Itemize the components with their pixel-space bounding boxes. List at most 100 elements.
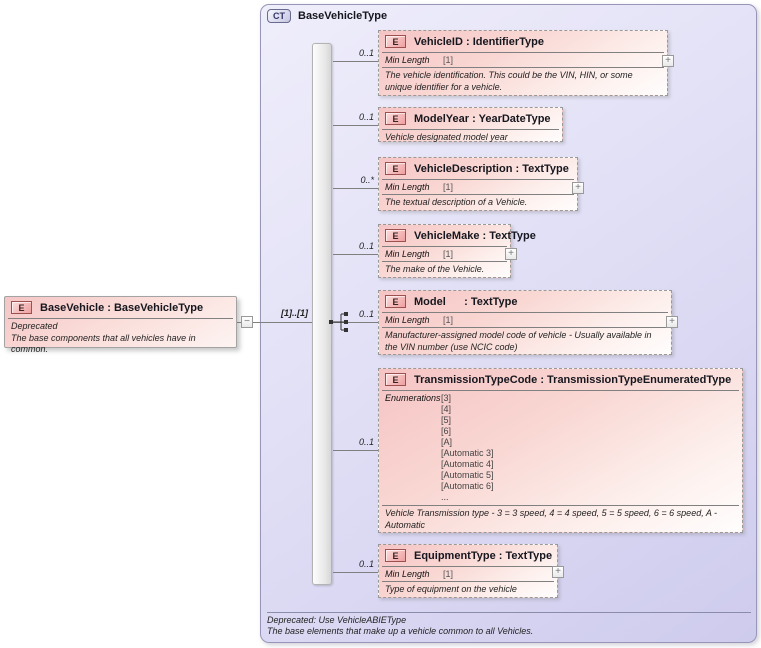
connector-line xyxy=(333,450,378,451)
enumeration-values: [3] [4] [5] [6] [A] [Automatic 3] [Autom… xyxy=(441,393,494,503)
element-icon: E xyxy=(385,295,406,308)
element-description: The base components that all vehicles ha… xyxy=(11,332,196,355)
connector-line xyxy=(236,322,242,323)
element-title: TransmissionTypeCode : TransmissionTypeE… xyxy=(414,373,732,386)
enumeration-value: [4] xyxy=(441,404,452,414)
element-description: Vehicle Transmission type - 3 = 3 speed,… xyxy=(385,508,718,530)
complex-type-header[interactable]: CT BaseVehicleType xyxy=(267,9,387,23)
sequence-bar[interactable] xyxy=(312,43,332,585)
complex-type-icon: CT xyxy=(267,9,291,23)
divider xyxy=(382,566,554,567)
facet-value: [1] xyxy=(443,569,454,579)
element-title: VehicleMake : TextType xyxy=(414,229,536,242)
connector-line xyxy=(333,61,378,62)
divider xyxy=(267,612,751,613)
connector-line xyxy=(333,572,378,573)
enumeration-value: [Automatic 3] xyxy=(441,448,494,458)
element-icon: E xyxy=(11,301,32,314)
enumeration-value: [A] xyxy=(441,437,453,447)
divider xyxy=(8,318,233,319)
sequence-icon[interactable] xyxy=(329,311,351,338)
expand-handle-vehiclemake[interactable]: + xyxy=(505,248,517,260)
divider xyxy=(382,261,507,262)
cardinality-vehicledescription: 0..* xyxy=(360,175,374,185)
complex-type-title: BaseVehicleType xyxy=(298,10,388,22)
divider xyxy=(382,52,664,53)
facet-label: Min Length xyxy=(385,182,430,192)
element-box-vehiclemake[interactable]: E VehicleMake : TextType Min Length [1] … xyxy=(378,224,536,278)
facet-label: Min Length xyxy=(385,55,430,65)
facet-value: [1] xyxy=(443,55,454,65)
divider xyxy=(382,194,574,195)
element-icon: E xyxy=(385,112,406,125)
facet-value: [1] xyxy=(443,315,454,325)
divider xyxy=(382,179,574,180)
element-description: Vehicle designated model year xyxy=(385,132,508,142)
divider xyxy=(382,129,559,130)
element-title: BaseVehicle : BaseVehicleType xyxy=(40,301,204,314)
element-box-basevehicle[interactable]: E BaseVehicle : BaseVehicleType Deprecat… xyxy=(4,296,237,354)
expand-handle-vehicledescription[interactable]: + xyxy=(572,182,584,194)
cardinality-vehiclemake: 0..1 xyxy=(358,241,374,251)
compositor-cardinality: [1]..[1] xyxy=(281,308,308,318)
element-icon: E xyxy=(385,162,406,175)
element-title: ModelYear : YearDateType xyxy=(414,112,551,125)
cardinality-model: 0..1 xyxy=(358,309,374,319)
enumeration-value: ... xyxy=(441,492,449,502)
element-box-vehicleid[interactable]: E VehicleID : IdentifierType Min Length … xyxy=(378,30,668,96)
facet-value: [1] xyxy=(443,182,454,192)
element-box-vehicledescription[interactable]: E VehicleDescription : TextType Min Leng… xyxy=(378,157,578,211)
element-description: The vehicle identification. This could b… xyxy=(385,70,633,92)
cardinality-vehicleid: 0..1 xyxy=(358,48,374,58)
divider xyxy=(382,327,668,328)
element-description: The textual description of a Vehicle. xyxy=(385,197,528,207)
divider xyxy=(382,312,668,313)
connector-line xyxy=(333,188,378,189)
element-icon: E xyxy=(385,373,406,386)
collapse-handle[interactable]: − xyxy=(241,316,253,328)
element-box-equipmenttype[interactable]: E EquipmentType : TextType Min Length [1… xyxy=(378,544,558,598)
connector-line xyxy=(333,322,378,323)
facet-value: [1] xyxy=(443,249,454,259)
divider xyxy=(382,246,507,247)
enumeration-value: [3] xyxy=(441,393,452,403)
element-title: Model : TextType xyxy=(414,295,518,308)
element-box-model[interactable]: E Model : TextType Min Length [1] Manufa… xyxy=(378,290,672,355)
element-box-transmissiontypecode[interactable]: E TransmissionTypeCode : TransmissionTyp… xyxy=(378,368,743,533)
enumerations-section: Enumerations [3] [4] [5] [6] [A] [Automa… xyxy=(379,391,742,505)
facet-label: Enumerations xyxy=(385,393,441,403)
facet-label: Min Length xyxy=(385,569,430,579)
element-icon: E xyxy=(385,229,406,242)
facet-label: Min Length xyxy=(385,315,430,325)
footer-description: The base elements that make up a vehicle… xyxy=(267,626,534,636)
cardinality-modelyear: 0..1 xyxy=(358,112,374,122)
facet-label: Min Length xyxy=(385,249,430,259)
element-annotation: Deprecated The base components that all … xyxy=(5,319,236,359)
footer-deprecated-note: Deprecated: Use VehicleABIEType xyxy=(267,615,407,625)
divider xyxy=(382,390,739,391)
complex-type-footer: Deprecated: Use VehicleABIEType The base… xyxy=(267,615,751,637)
enumeration-value: [Automatic 4] xyxy=(441,459,494,469)
element-description: Manufacturer-assigned model code of vehi… xyxy=(385,330,652,352)
enumeration-value: [Automatic 5] xyxy=(441,470,494,480)
expand-handle-vehicleid[interactable]: + xyxy=(662,55,674,67)
element-icon: E xyxy=(385,549,406,562)
expand-handle-model[interactable]: + xyxy=(666,316,678,328)
connector-line xyxy=(333,125,378,126)
enumeration-value: [5] xyxy=(441,415,452,425)
expand-handle-equipmenttype[interactable]: + xyxy=(552,566,564,578)
deprecated-label: Deprecated xyxy=(11,321,58,331)
element-description: Type of equipment on the vehicle xyxy=(385,584,517,594)
enumeration-value: [Automatic 6] xyxy=(441,481,494,491)
divider xyxy=(382,581,554,582)
connector-line xyxy=(253,322,312,323)
cardinality-equipmenttype: 0..1 xyxy=(358,559,374,569)
element-title: VehicleID : IdentifierType xyxy=(414,35,544,48)
element-description: The make of the Vehicle. xyxy=(385,264,485,274)
element-icon: E xyxy=(385,35,406,48)
enumeration-value: [6] xyxy=(441,426,452,436)
cardinality-transmissiontypecode: 0..1 xyxy=(358,437,374,447)
element-box-modelyear[interactable]: E ModelYear : YearDateType Vehicle desig… xyxy=(378,107,563,142)
connector-line xyxy=(333,254,378,255)
